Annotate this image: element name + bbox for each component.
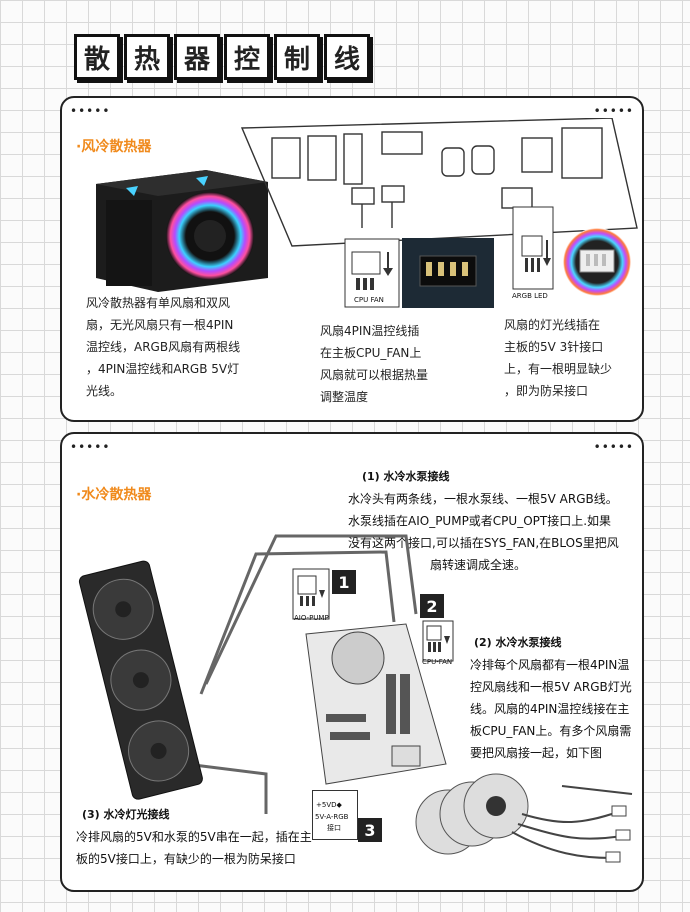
title-char: 线: [324, 34, 370, 80]
desc-line: 温控线，ARGB风扇有两根线: [86, 340, 241, 354]
argb-led-label: ARGB LED: [512, 292, 548, 300]
subsection-2-text: 冷排每个风扇都有一根4PIN温 控风扇线和一根5V ARGB灯光 线。风扇的4P…: [470, 654, 640, 764]
subsection-3-title: (3) 水冷灯光接线: [82, 808, 170, 821]
text-line: 水冷头有两条线，一根水泵线、一根5V ARGB线。: [348, 492, 618, 506]
argb-connector-icon: [512, 206, 554, 290]
desc-line: ，4PIN温控线和ARGB 5V灯: [86, 362, 240, 376]
text-line: 冷排风扇的5V和水泵的5V串在一起，插在主: [76, 830, 312, 844]
note-line: 风扇就可以根据热量: [320, 368, 429, 382]
argb-5v-label: 5V-A-RGB: [315, 813, 349, 821]
panel-dots-left: •••••: [70, 104, 111, 118]
air-cooler-image: [96, 170, 268, 292]
aio-pump-connector-icon: [292, 568, 330, 620]
cpu-fan-label: CPU-FAN: [422, 658, 453, 666]
cpu-fan-connector-icon: [344, 238, 400, 308]
argb-5v-connector: +5VD◆ 5V-A-RGB 接口: [312, 790, 358, 840]
title-char: 散: [74, 34, 120, 80]
subsection-3-text: 冷排风扇的5V和水泵的5V串在一起，插在主 板的5V接口上，有缺少的一根为防呆接…: [76, 826, 356, 870]
text-line: 板的5V接口上，有缺少的一根为防呆接口: [76, 852, 296, 866]
title-char: 制: [274, 34, 320, 80]
subsection-2-title: (2) 水冷水泵接线: [474, 636, 562, 649]
text-line: 冷排每个风扇都有一根4PIN温: [470, 658, 630, 672]
panel-dots-right: •••••: [593, 440, 634, 454]
cpu-fan-connector-icon: [422, 620, 454, 662]
liquid-cooler-diagram: [78, 534, 447, 814]
section-title-liquid: ·水冷散热器: [76, 487, 152, 503]
note-line: 风扇4PIN温控线插: [320, 324, 420, 338]
liquid-cooler-panel: ••••• ••••• ·水冷散热器 (1) 水冷水泵接线 水冷头有两条线，一根…: [60, 432, 644, 892]
panel-dots-right: •••••: [593, 104, 634, 118]
air-cooler-panel: ••••• ••••• ·风冷散热器 风冷散热器有单风扇和双风 扇，无光风扇只有…: [60, 96, 644, 422]
text-line: 没有这两个接口,可以插在SYS_FAN,在BLOS里把风: [348, 536, 619, 550]
section-title-air: ·风冷散热器: [76, 139, 152, 155]
title-char: 热: [124, 34, 170, 80]
argb-led-note: 风扇的灯光线插在 主板的5V 3针接口 上，有一根明显缺少 ，即为防呆接口: [504, 314, 640, 402]
desc-line: 扇，无光风扇只有一根4PIN: [86, 318, 234, 332]
callout-badge-2: 2: [420, 594, 444, 618]
text-line: 扇转速调成全速。: [430, 558, 527, 572]
desc-line: 光线。: [86, 384, 123, 398]
text-line: 线。风扇的4PIN温控线接在主: [470, 702, 630, 716]
subsection-1-text: 水冷头有两条线，一根水泵线、一根5V ARGB线。 水泵线插在AIO_PUMP或…: [348, 488, 638, 576]
fan-header-photo: [402, 238, 494, 308]
text-line: 水泵线插在AIO_PUMP或者CPU_OPT接口上.如果: [348, 514, 612, 528]
text-line: 控风扇线和一根5V ARGB灯光: [470, 680, 632, 694]
note-line: ，即为防呆接口: [504, 384, 589, 398]
note-line: 主板的5V 3针接口: [504, 340, 604, 354]
air-cooler-desc: 风冷散热器有单风扇和双风 扇，无光风扇只有一根4PIN 温控线，ARGB风扇有两…: [86, 292, 286, 402]
aio-pump-label: AIO-PUMP: [294, 614, 329, 622]
page-title: 散 热 器 控 制 线: [74, 34, 370, 80]
note-line: 风扇的灯光线插在: [504, 318, 601, 332]
cpu-fan-label: CPU FAN: [354, 296, 384, 304]
panel-dots-left: •••••: [70, 440, 111, 454]
note-line: 在主板CPU_FAN上: [320, 346, 422, 360]
text-line: 板CPU_FAN上。有多个风扇需: [470, 724, 632, 738]
note-line: 调整温度: [320, 390, 369, 404]
motherboard-sketch: [240, 118, 638, 247]
note-line: 上，有一根明显缺少: [504, 362, 613, 376]
text-line: 要把风扇接一起，如下图: [470, 746, 603, 760]
callout-badge-1: 1: [332, 570, 356, 594]
fan-splitter-image: [415, 773, 633, 863]
desc-line: 风冷散热器有单风扇和双风: [86, 296, 231, 310]
fan-pwm-note: 风扇4PIN温控线插 在主板CPU_FAN上 风扇就可以根据热量 调整温度: [320, 320, 480, 408]
subsection-1-title: (1) 水冷水泵接线: [362, 470, 450, 483]
argb-5v-label: 接口: [327, 824, 341, 832]
title-char: 器: [174, 34, 220, 80]
argb-5v-label: +5VD◆: [316, 801, 342, 809]
title-char: 控: [224, 34, 270, 80]
argb-header-photo: [563, 228, 631, 296]
callout-badge-3: 3: [358, 818, 382, 842]
